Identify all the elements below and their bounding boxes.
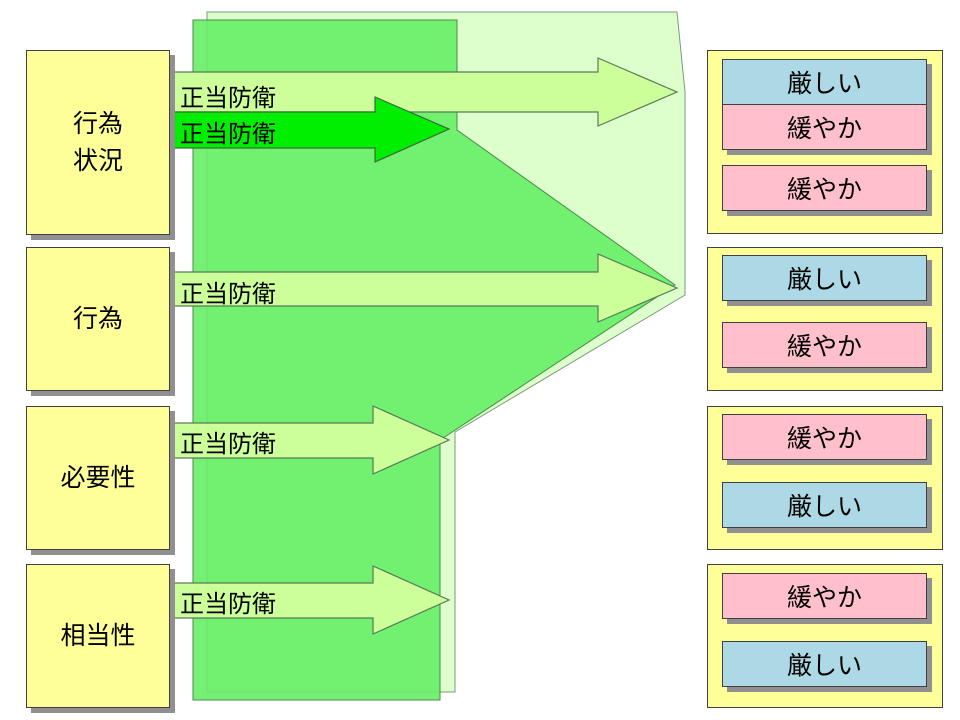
- dark-green-region: [192, 19, 676, 701]
- result-badge: 厳しい: [722, 641, 927, 687]
- box-act-label: 行為: [72, 303, 123, 333]
- arrow-4-label: 正当防衛: [180, 430, 276, 458]
- result-badge-label: 緩やか: [786, 175, 862, 204]
- arrow-3-label: 正当防衛: [180, 280, 276, 308]
- result-badge: 厳しい: [722, 59, 927, 105]
- box-act: 行為: [26, 247, 170, 391]
- result-badge: 緩やか: [722, 414, 927, 460]
- result-badge-label: 緩やか: [786, 332, 862, 361]
- result-badge: 緩やか: [722, 165, 927, 211]
- box-act-situation: 行為 状況: [26, 50, 170, 235]
- result-badge-label: 厳しい: [786, 651, 862, 680]
- arrow-3-shape: [169, 253, 679, 323]
- arrow-5-label: 正当防衛: [180, 590, 276, 618]
- result-group-4: 緩やか 厳しい: [707, 564, 943, 708]
- result-badge: 厳しい: [722, 255, 927, 301]
- box-act-situation-label: 行為 状況: [72, 109, 123, 175]
- box-necessity: 必要性: [26, 406, 170, 550]
- result-badge-label: 厳しい: [786, 69, 862, 98]
- result-group-3: 緩やか 厳しい: [707, 406, 943, 550]
- arrow-2-shape: [169, 96, 451, 163]
- result-badge: 緩やか: [722, 104, 927, 150]
- result-group-2: 厳しい 緩やか: [707, 247, 943, 391]
- arrow-2-label: 正当防衛: [180, 120, 276, 148]
- result-badge-label: 緩やか: [786, 424, 862, 453]
- result-badge: 緩やか: [722, 573, 927, 619]
- result-group-1: 厳しい 緩やか 緩やか: [707, 50, 943, 234]
- box-proportionality: 相当性: [26, 564, 170, 708]
- box-necessity-label: 必要性: [60, 462, 136, 492]
- box-proportionality-label: 相当性: [60, 620, 136, 650]
- result-badge-label: 厳しい: [786, 492, 862, 521]
- result-badge: 緩やか: [722, 322, 927, 368]
- arrow-1-label: 正当防衛: [180, 84, 276, 112]
- arrow-5-shape: [169, 565, 451, 635]
- result-badge-label: 緩やか: [786, 583, 862, 612]
- result-badge-label: 厳しい: [786, 265, 862, 294]
- result-badge: 厳しい: [722, 482, 927, 528]
- arrow-4-shape: [169, 405, 451, 475]
- result-badge-label: 緩やか: [786, 114, 862, 143]
